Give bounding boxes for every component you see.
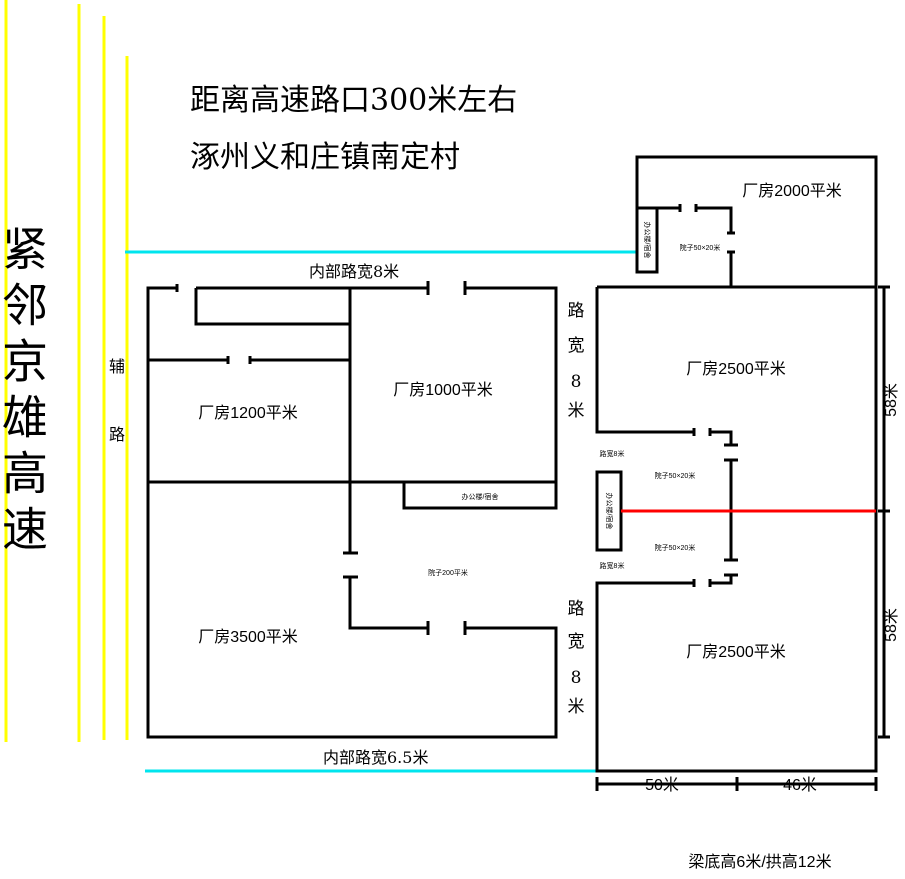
height-dim-1: 58米 — [882, 383, 900, 417]
road-top-label: 内部路宽8米 — [309, 262, 399, 281]
highway-lines — [4, 0, 129, 742]
road-lines — [125, 250, 637, 773]
width-dim-2: 46米 — [783, 776, 817, 794]
dimension-lines — [595, 285, 890, 791]
vertical-road-label-bottom: 路 宽 8 米 — [568, 599, 585, 717]
building-2500-bottom-label: 厂房2500平米 — [686, 643, 786, 661]
building-1000-label: 厂房1000平米 — [393, 381, 493, 399]
road-char: 宽 — [568, 632, 585, 652]
right-complex-walls — [595, 155, 878, 773]
road-char: 路 — [568, 301, 585, 321]
yard-50x20-label: 院子50×20米 — [655, 471, 696, 480]
road-char: 8 — [571, 372, 582, 392]
office-label-vertical: 办公楼/宿舍 — [643, 222, 652, 259]
small-road-label: 路宽8米 — [600, 449, 625, 458]
road-char: 宽 — [568, 336, 585, 356]
yard-200-label: 院子200平米 — [428, 568, 468, 577]
title-location: 涿州义和庄镇南定村 — [190, 140, 460, 175]
side-road-char-1: 辅 — [109, 357, 125, 376]
height-dim-2: 58米 — [882, 608, 900, 642]
road-char: 8 — [571, 668, 582, 688]
yard-50x20-label: 院子50×20米 — [680, 243, 721, 252]
left-complex-walls — [146, 281, 558, 739]
height-note: 梁底高6米/拱高12米 — [688, 853, 831, 871]
road-bottom-label: 内部路宽6.5米 — [323, 748, 428, 767]
highway-label: 紧邻京雄高速 — [0, 225, 49, 561]
road-char: 路 — [568, 599, 585, 619]
road-char: 米 — [568, 401, 585, 421]
building-3500-label: 厂房3500平米 — [198, 628, 298, 646]
office-label-vertical: 办公楼/宿舍 — [605, 493, 614, 530]
small-road-label: 路宽8米 — [600, 561, 625, 570]
side-road-char-2: 路 — [109, 425, 125, 444]
building-2000-label: 厂房2000平米 — [742, 182, 842, 200]
title-distance: 距离高速路口300米左右 — [190, 83, 517, 118]
building-1200-label: 厂房1200平米 — [198, 404, 298, 422]
yard-50x20-label: 院子50×20米 — [655, 543, 696, 552]
office-label: 办公楼/宿舍 — [462, 492, 499, 501]
road-char: 米 — [568, 697, 585, 717]
building-2500-top-label: 厂房2500平米 — [686, 360, 786, 378]
width-dim-1: 50米 — [645, 776, 679, 794]
vertical-road-label-top: 路 宽 8 米 — [568, 301, 585, 421]
